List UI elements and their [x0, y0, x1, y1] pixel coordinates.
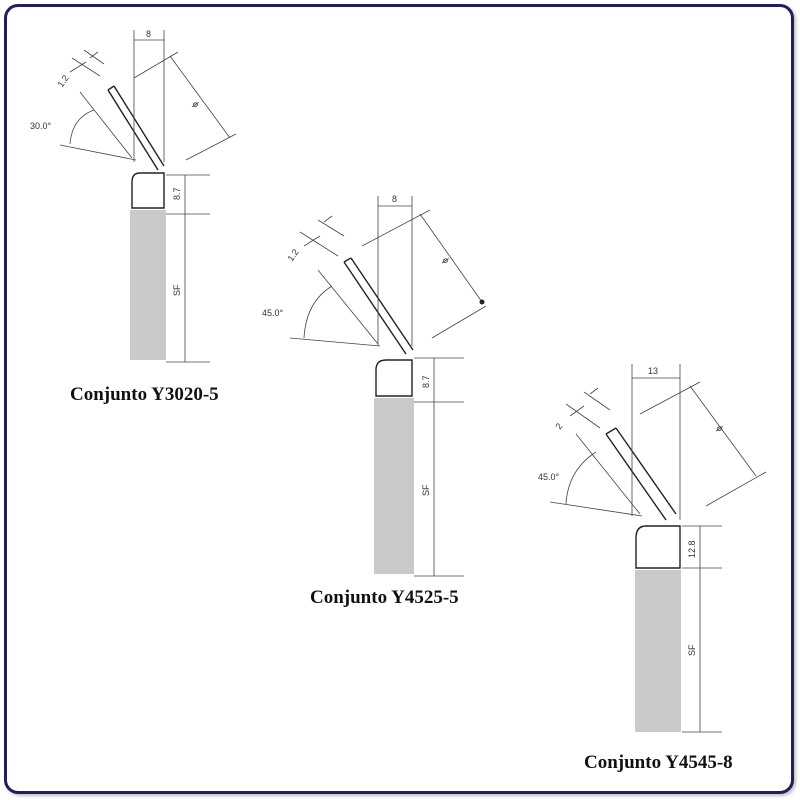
- angle-label: 30.0°: [30, 121, 52, 131]
- dimension-endpoint-dot: [479, 299, 485, 305]
- thickness-label: 1.2: [285, 247, 300, 263]
- thickness-label: 2: [553, 421, 564, 431]
- width-label: 13: [648, 366, 658, 376]
- thickness-dimension: 1.2: [285, 215, 345, 263]
- angled-lip: [605, 427, 677, 521]
- bristle-length-dimension: SF: [682, 568, 722, 733]
- angled-lip: [343, 257, 414, 355]
- thickness-dimension: 2: [553, 387, 611, 431]
- length-dimension: ϕ: [133, 51, 237, 161]
- base-height-dimension: 8.7: [166, 174, 210, 215]
- angle-dimension: 30.0°: [30, 91, 137, 161]
- caption: Conjunto Y4545-8: [584, 752, 733, 773]
- angle-dimension: 45.0°: [262, 269, 381, 347]
- bristle-pack: [130, 210, 166, 360]
- length-label: ϕ: [714, 423, 725, 433]
- base-holder: [375, 359, 413, 397]
- bristle-length-label: SF: [421, 484, 431, 496]
- length-dimension: ϕ: [639, 381, 767, 507]
- length-label: ϕ: [440, 255, 451, 265]
- base-height-label: 12.8: [687, 540, 697, 558]
- thickness-label: 1.2: [55, 73, 70, 89]
- bristle-pack: [635, 570, 681, 732]
- bristle-length-label: SF: [172, 284, 182, 296]
- width-dimension: 13: [631, 364, 681, 520]
- length-label: ϕ: [190, 99, 201, 109]
- base-height-dimension: 8.7: [414, 357, 464, 403]
- base-holder: [131, 172, 165, 209]
- angled-lip: [107, 85, 165, 171]
- angle-label: 45.0°: [262, 308, 284, 318]
- bristle-pack: [374, 398, 414, 574]
- width-label: 8: [146, 29, 151, 39]
- bristle-length-dimension: SF: [166, 214, 210, 363]
- base-height-label: 8.7: [172, 187, 182, 200]
- length-dimension: ϕ: [361, 209, 487, 339]
- bristle-length-dimension: SF: [414, 402, 464, 577]
- base-height-label: 8.7: [421, 375, 431, 388]
- assembly-y3020-5: 1.2 30.0° 8 ϕ 8.7: [30, 29, 237, 405]
- caption: Conjunto Y4525-5: [310, 587, 459, 608]
- angle-label: 45.0°: [538, 472, 560, 482]
- width-dimension: 8: [377, 194, 413, 346]
- base-holder: [635, 525, 681, 569]
- width-dimension: 8: [133, 29, 165, 162]
- angle-dimension: 45.0°: [538, 433, 643, 517]
- assembly-y4525-5: 1.2 45.0° 8 ϕ 8.7: [262, 194, 487, 608]
- bristle-length-label: SF: [687, 644, 697, 656]
- width-label: 8: [392, 194, 397, 204]
- assembly-y4545-8: 2 45.0° 13 ϕ 12.8: [538, 364, 767, 773]
- base-height-dimension: 12.8: [682, 525, 722, 569]
- caption: Conjunto Y3020-5: [70, 384, 219, 405]
- thickness-dimension: 1.2: [55, 49, 105, 89]
